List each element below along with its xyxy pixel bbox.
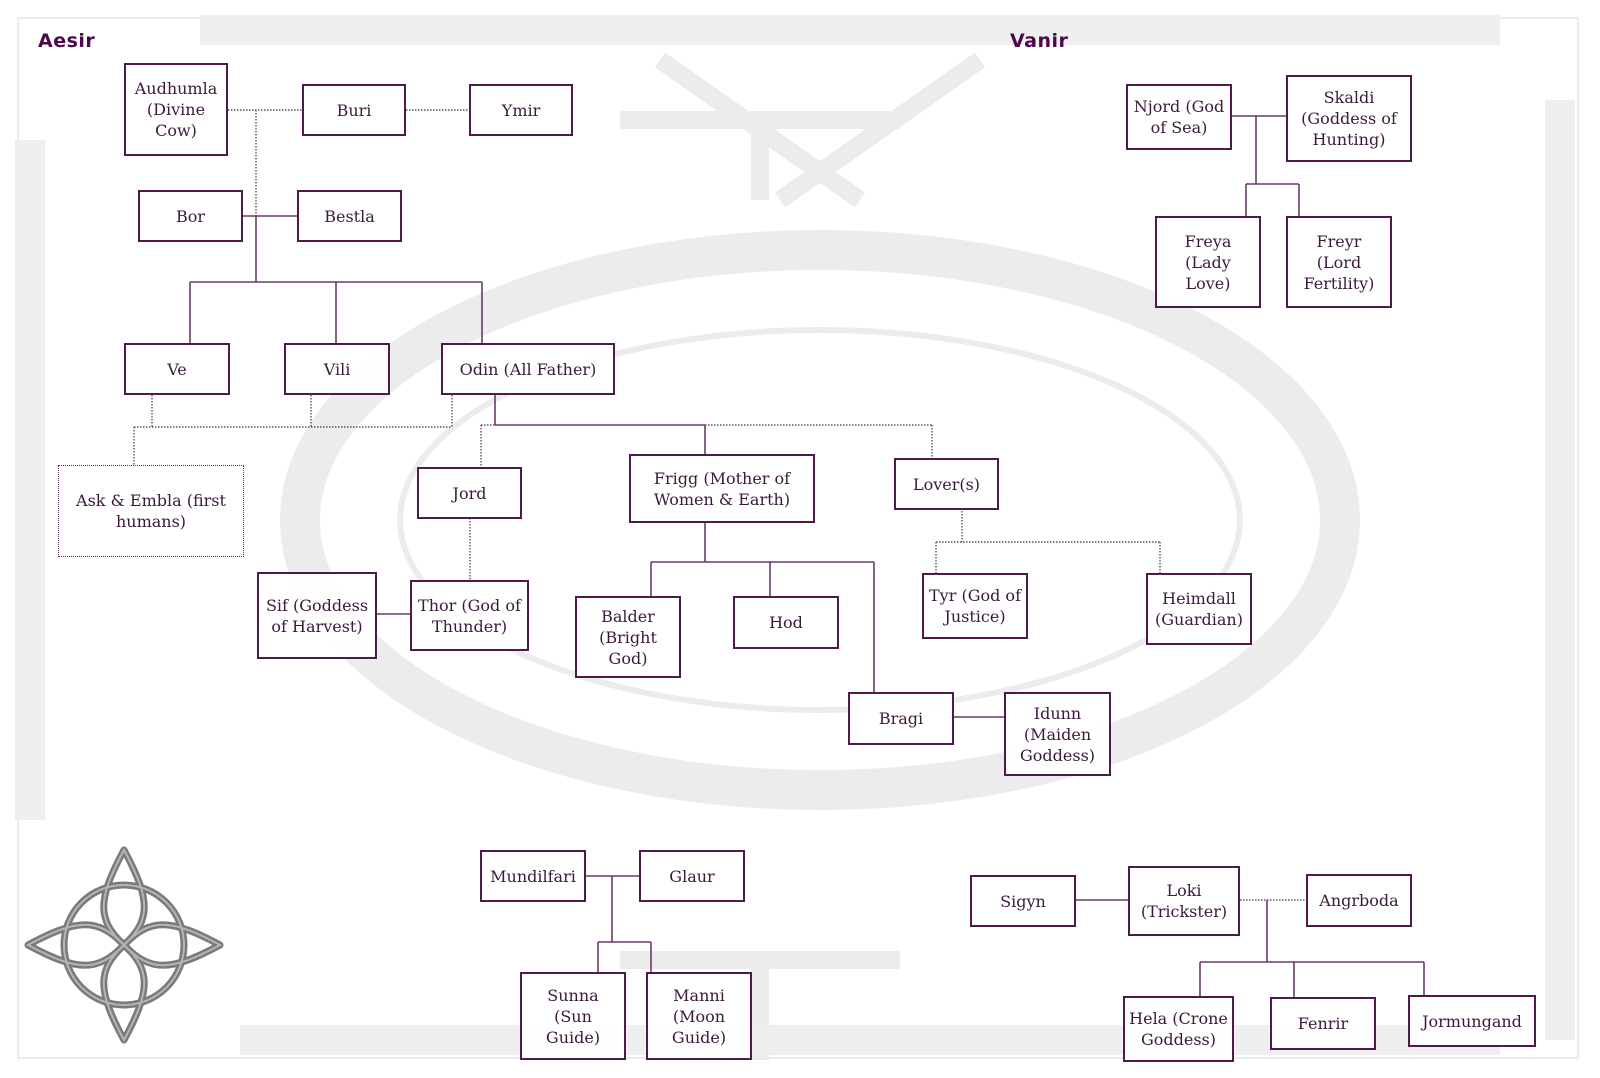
node-njord[interactable]: Njord (God of Sea) [1126, 84, 1232, 150]
node-manni[interactable]: Manni (Moon Guide) [646, 972, 752, 1060]
node-skaldi[interactable]: Skaldi (Goddess of Hunting) [1286, 75, 1412, 162]
node-loki[interactable]: Loki (Trickster) [1128, 866, 1240, 936]
node-tyr[interactable]: Tyr (God of Justice) [922, 573, 1028, 639]
node-angrboda[interactable]: Angrboda [1306, 874, 1412, 927]
node-glaur[interactable]: Glaur [639, 850, 745, 902]
node-bragi[interactable]: Bragi [848, 692, 954, 745]
node-jord[interactable]: Jord [417, 467, 522, 519]
node-bestla[interactable]: Bestla [297, 190, 402, 242]
node-ymir[interactable]: Ymir [469, 84, 573, 136]
node-mundilfari[interactable]: Mundilfari [480, 850, 586, 902]
node-idunn[interactable]: Idunn (Maiden Goddess) [1004, 692, 1111, 776]
node-frigg[interactable]: Frigg (Mother of Women & Earth) [629, 454, 815, 523]
node-jormungand[interactable]: Jormungand [1408, 995, 1536, 1047]
node-bor[interactable]: Bor [138, 190, 243, 242]
node-ask-embla[interactable]: Ask & Embla (first humans) [58, 465, 244, 557]
node-sunna[interactable]: Sunna (Sun Guide) [520, 972, 626, 1060]
node-lovers[interactable]: Lover(s) [894, 458, 999, 510]
node-thor[interactable]: Thor (God of Thunder) [410, 580, 529, 651]
node-buri[interactable]: Buri [302, 84, 406, 136]
node-sigyn[interactable]: Sigyn [970, 875, 1076, 927]
node-hela[interactable]: Hela (Crone Goddess) [1123, 996, 1234, 1062]
node-freyr[interactable]: Freyr (Lord Fertility) [1286, 216, 1392, 308]
node-odin[interactable]: Odin (All Father) [441, 343, 615, 395]
heading-vanir: Vanir [1010, 30, 1069, 52]
celtic-knot-icon [24, 846, 224, 1044]
node-ve[interactable]: Ve [124, 343, 230, 395]
node-sif[interactable]: Sif (Goddess of Harvest) [257, 572, 377, 659]
node-heimdall[interactable]: Heimdall (Guardian) [1146, 573, 1252, 645]
node-audhumla[interactable]: Audhumla (Divine Cow) [124, 63, 228, 156]
node-hod[interactable]: Hod [733, 596, 839, 649]
node-freya[interactable]: Freya (Lady Love) [1155, 216, 1261, 308]
node-fenrir[interactable]: Fenrir [1270, 997, 1376, 1050]
node-balder[interactable]: Balder (Bright God) [575, 596, 681, 678]
heading-aesir: Aesir [38, 30, 96, 52]
node-vili[interactable]: Vili [284, 343, 390, 395]
